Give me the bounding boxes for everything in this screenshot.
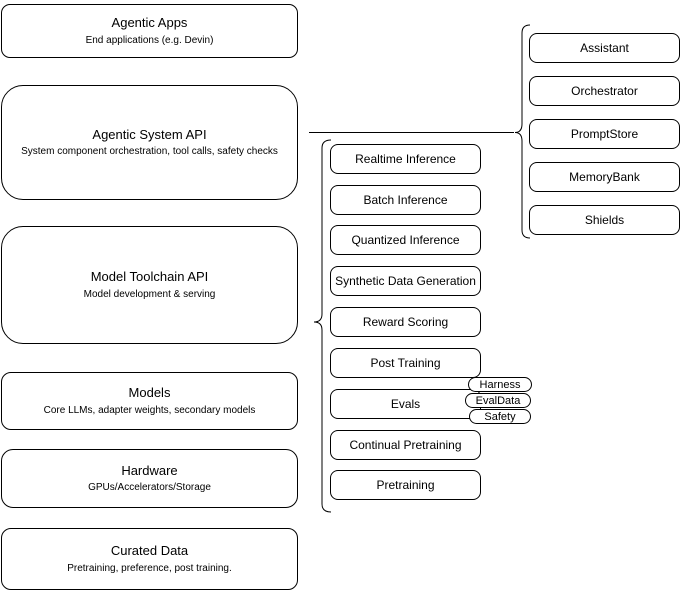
node-reward-scoring: Reward Scoring (330, 307, 481, 337)
node-title: Agentic System API (92, 126, 207, 142)
node-quantized-inference: Quantized Inference (330, 225, 481, 255)
node-label: Synthetic Data Generation (335, 274, 476, 288)
node-memorybank: MemoryBank (529, 162, 680, 192)
tag-safety: Safety (469, 409, 531, 424)
node-label: Orchestrator (571, 84, 638, 98)
node-subtitle: Core LLMs, adapter weights, secondary mo… (43, 404, 256, 416)
node-synthetic-data-generation: Synthetic Data Generation (330, 266, 481, 296)
node-title: Hardware (121, 462, 178, 478)
node-models: Models Core LLMs, adapter weights, secon… (1, 372, 298, 430)
node-label: Evals (390, 397, 421, 411)
node-continual-pretraining: Continual Pretraining (330, 430, 481, 460)
node-title: Model Toolchain API (90, 269, 209, 285)
node-label: Reward Scoring (362, 315, 449, 329)
node-subtitle: End applications (e.g. Devin) (85, 34, 214, 46)
node-batch-inference: Batch Inference (330, 185, 481, 215)
node-pretraining: Pretraining (330, 470, 481, 500)
node-subtitle: Model development & serving (83, 288, 216, 300)
node-realtime-inference: Realtime Inference (330, 144, 481, 174)
node-label: Realtime Inference (355, 152, 456, 166)
node-shields: Shields (529, 205, 680, 235)
tag-label: Safety (484, 410, 516, 423)
brace-system-components (514, 24, 531, 239)
node-label: Continual Pretraining (349, 438, 462, 452)
node-post-training: Post Training (330, 348, 481, 378)
tag-harness: Harness (468, 377, 532, 392)
node-title: Agentic Apps (111, 15, 188, 31)
node-title: Curated Data (110, 543, 189, 559)
node-model-toolchain-api: Model Toolchain API Model development & … (1, 226, 298, 344)
node-evals: Evals (330, 389, 481, 419)
node-label: Quantized Inference (351, 233, 460, 247)
node-agentic-system-api: Agentic System API System component orch… (1, 85, 298, 200)
node-label: Pretraining (376, 478, 435, 492)
tag-label: EvalData (475, 394, 521, 407)
node-label: PromptStore (570, 127, 639, 141)
node-agentic-apps: Agentic Apps End applications (e.g. Devi… (1, 4, 298, 58)
tag-evaldata: EvalData (465, 393, 531, 408)
tag-label: Harness (479, 378, 521, 391)
node-label: Shields (584, 213, 625, 227)
node-label: MemoryBank (569, 170, 640, 184)
node-label: Post Training (370, 356, 441, 370)
node-subtitle: GPUs/Accelerators/Storage (88, 482, 211, 494)
node-label: Batch Inference (363, 193, 448, 207)
node-label: Assistant (580, 41, 629, 55)
node-orchestrator: Orchestrator (529, 76, 680, 106)
node-title: Models (128, 385, 171, 401)
node-subtitle: Pretraining, preference, post training. (67, 562, 232, 574)
node-subtitle: System component orchestration, tool cal… (21, 146, 278, 158)
node-hardware: Hardware GPUs/Accelerators/Storage (1, 449, 298, 508)
node-promptstore: PromptStore (529, 119, 680, 149)
node-curated-data: Curated Data Pretraining, preference, po… (1, 528, 298, 590)
node-assistant: Assistant (529, 33, 680, 63)
brace-toolchain (313, 139, 332, 513)
